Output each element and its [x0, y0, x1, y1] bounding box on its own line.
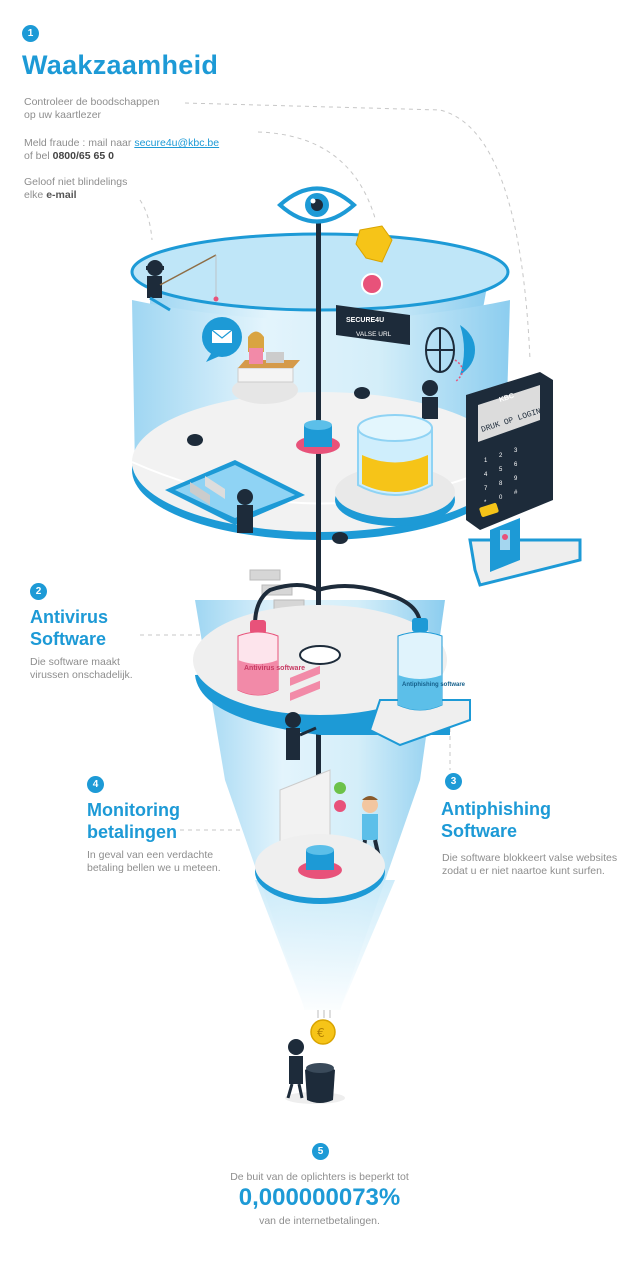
section-4-title-line2: betalingen — [87, 822, 178, 842]
hacker-with-loot-bag — [286, 1039, 335, 1103]
tip1-line1: Controleer de boodschappen — [24, 96, 160, 108]
hacker-pool — [237, 489, 253, 533]
euro-coin-icon: € — [310, 1019, 336, 1045]
antivirus-bottle-label: Antivirus software — [244, 665, 305, 672]
svg-text:9: 9 — [514, 476, 518, 482]
antiphishing-bottle-label: Antiphishing software — [402, 682, 466, 688]
section-1-title: Waakzaamheid — [22, 50, 219, 80]
svg-text:4: 4 — [484, 472, 488, 478]
woman-at-laptop — [232, 331, 300, 404]
svg-text:1: 1 — [484, 458, 488, 464]
cursor-hand-icon — [355, 225, 393, 263]
section-3-desc-line2: zodat u er niet naartoe kunt surfen. — [442, 865, 605, 877]
antiphishing-bottle: Antiphishing software — [397, 618, 466, 711]
tip-email-caution: Geloof niet blindelings elke e-mail — [24, 176, 127, 202]
tip3-line1: Geloof niet blindelings — [24, 176, 128, 188]
hacker-climbing — [285, 712, 317, 760]
central-pole — [296, 215, 340, 880]
section-3-description: Die software blokkeert valse websites zo… — [442, 852, 617, 878]
section-2-desc-line1: Die software maakt — [30, 656, 120, 668]
section-3-title-line1: Antiphishing — [441, 799, 551, 819]
section-2-badge: 2 — [30, 583, 47, 600]
svg-text:#: # — [514, 490, 518, 496]
coin-vault — [335, 414, 455, 526]
section-4-badge: 4 — [87, 776, 104, 793]
cables — [253, 583, 422, 626]
shield-icon — [460, 325, 475, 375]
svg-text:6: 6 — [514, 462, 518, 468]
section-2-title-line2: Software — [30, 629, 107, 649]
hacker-standing — [422, 380, 438, 419]
reader-keypad: 1 2 3 4 5 6 7 8 9 * 0 # — [484, 448, 518, 506]
lower-platform — [255, 834, 385, 904]
section-2-description: Die software maakt virussen onschadelijk… — [30, 656, 133, 682]
antivirus-bottle: Antivirus software — [237, 620, 305, 696]
crosshair-icon — [425, 327, 455, 373]
fraud-percentage: 0,000000073% — [238, 1184, 401, 1211]
section-5-badge: 5 — [312, 1143, 329, 1160]
tip-check-messages: Controleer de boodschappen op uw kaartle… — [24, 96, 159, 122]
section-2-title: Antivirus Software — [30, 606, 108, 650]
card-reader: DRUK OP LOGIN KBC — [466, 372, 553, 572]
monitoring-screens — [279, 665, 346, 856]
tip-report-fraud: Meld fraude : mail naar secure4u@kbc.be … — [24, 137, 219, 163]
pool — [165, 460, 305, 525]
svg-text:€: € — [317, 1026, 325, 1040]
section-4-desc-line1: In geval van een verdachte — [87, 849, 214, 861]
section-4-title-line1: Monitoring — [87, 800, 180, 820]
reader-brand-label: KBC — [498, 393, 515, 404]
valse-url-sign: SECURE4U VALSE URL — [336, 273, 410, 345]
section-3-title: Antiphishing Software — [441, 798, 551, 842]
fraud-email-link[interactable]: secure4u@kbc.be — [134, 137, 220, 149]
section-4-title: Monitoring betalingen — [87, 799, 180, 843]
section-3-badge: 3 — [445, 773, 462, 790]
fraud-phone-number: 0800/65 65 0 — [52, 150, 114, 162]
svg-text:0: 0 — [499, 495, 503, 501]
coin-drip — [317, 1010, 331, 1018]
svg-text:7: 7 — [484, 486, 488, 492]
eye-icon — [276, 186, 358, 224]
section-2-title-line1: Antivirus — [30, 607, 109, 627]
result-outro: van de internetbetalingen. — [259, 1215, 380, 1227]
svg-text:5: 5 — [499, 467, 503, 473]
hacker-fishing — [146, 254, 219, 312]
svg-text:*: * — [484, 500, 487, 506]
svg-text:3: 3 — [514, 448, 518, 454]
sign-brand-label: SECURE4U — [346, 317, 384, 324]
section-2-desc-line2: virussen onschadelijk. — [30, 669, 133, 681]
section-4-desc-line2: betaling bellen we u meteen. — [87, 862, 221, 874]
sign-text-label: VALSE URL — [356, 331, 392, 338]
mail-bubble-icon — [202, 317, 242, 362]
section-3-desc-line1: Die software blokkeert valse websites — [442, 852, 618, 864]
tip3-bold: e-mail — [46, 189, 77, 201]
result-intro: De buit van de oplichters is beperkt tot — [230, 1171, 409, 1183]
section-4-description: In geval van een verdachte betaling bell… — [87, 849, 221, 875]
tip2-phone-prefix: of bel — [24, 150, 53, 162]
section-1-badge: 1 — [22, 25, 39, 42]
svg-text:8: 8 — [499, 481, 503, 487]
svg-text:2: 2 — [499, 453, 503, 459]
tip3-prefix: elke — [24, 189, 47, 201]
tip2-prefix: Meld fraude : mail naar — [24, 137, 135, 149]
section-3-title-line2: Software — [441, 821, 518, 841]
tip1-line2: op uw kaartlezer — [24, 109, 102, 121]
